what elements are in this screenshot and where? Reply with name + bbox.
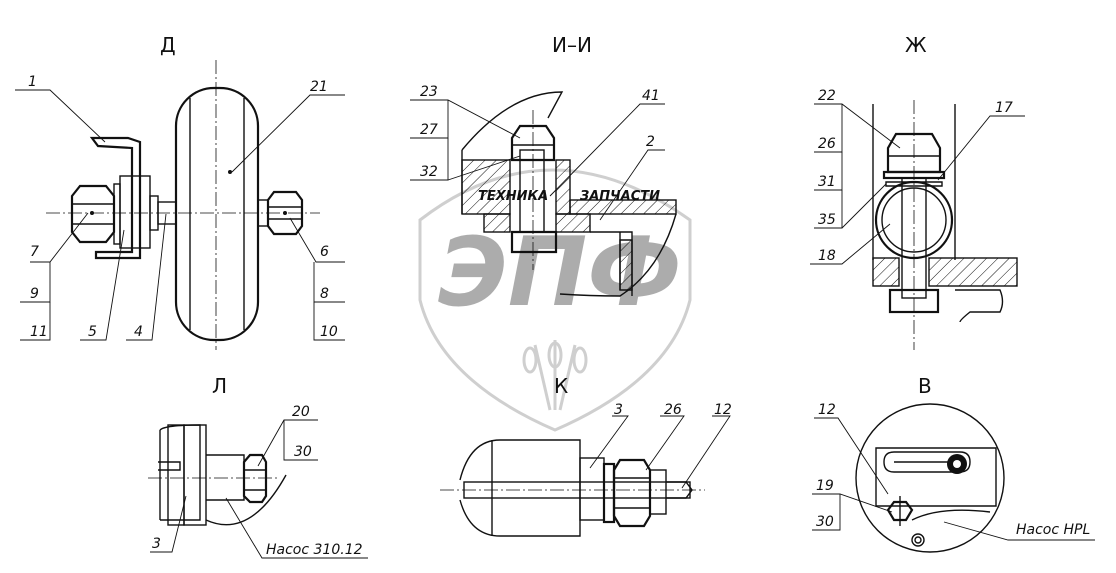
k-nut	[612, 458, 652, 528]
section-plate	[461, 159, 511, 215]
callout-12-v: 12	[818, 402, 836, 418]
callout-20: 20	[292, 404, 310, 420]
view-v-outline	[855, 403, 1005, 553]
pump-note-310: Насос 310.12	[266, 542, 363, 558]
ring	[874, 180, 954, 260]
callout-4: 4	[134, 324, 143, 340]
view-k-title: К	[554, 374, 568, 398]
wheel	[174, 86, 260, 342]
view-zh: Ж 22 26 31 35 18 17	[810, 33, 1025, 350]
callout-30-v: 30	[816, 514, 834, 530]
watermark-shield	[418, 168, 692, 432]
watermark-big-text: ЭПФ	[438, 218, 681, 328]
callout-11: 11	[30, 324, 48, 340]
callout-6: 6	[320, 244, 329, 260]
view-l: Л 20 30 3 Насос 310.12	[148, 374, 368, 559]
callout-30-l: 30	[294, 444, 312, 460]
watermark-wheat-icon	[522, 340, 588, 411]
callout-7: 7	[30, 244, 39, 260]
callout-31: 31	[818, 174, 836, 190]
v-nut	[886, 500, 914, 522]
view-zh-title: Ж	[905, 33, 927, 57]
callout-26: 26	[818, 136, 836, 152]
view-ii-title: И–И	[552, 33, 592, 57]
callout-41: 41	[642, 88, 660, 104]
callout-1: 1	[28, 74, 37, 90]
view-k: К 3 26 12	[440, 374, 732, 537]
view-ii: И–И 23 27 32 41 2	[410, 33, 677, 297]
view-d-title: Д	[160, 33, 176, 57]
callout-18: 18	[818, 248, 836, 264]
callout-8: 8	[320, 286, 329, 302]
callout-3-k: 3	[614, 402, 623, 418]
callout-21: 21	[310, 79, 328, 95]
callout-32: 32	[420, 164, 438, 180]
callout-9: 9	[30, 286, 39, 302]
right-nut	[266, 190, 304, 236]
callout-22: 22	[818, 88, 836, 104]
callout-19: 19	[816, 478, 834, 494]
base-plate	[872, 257, 900, 287]
callout-3-l: 3	[152, 536, 161, 552]
callout-12-k: 12	[714, 402, 732, 418]
small-nut	[242, 453, 268, 504]
pump-note-hpl: Насос HPL	[1016, 522, 1090, 538]
view-v: В 12 19 30 Насос HPL	[812, 374, 1095, 553]
callout-17: 17	[995, 100, 1013, 116]
callout-26-k: 26	[664, 402, 682, 418]
view-v-title: В	[918, 374, 932, 398]
callout-27: 27	[420, 122, 438, 138]
callout-5: 5	[88, 324, 97, 340]
callout-23: 23	[420, 84, 438, 100]
callout-10: 10	[320, 324, 338, 340]
callout-35: 35	[818, 212, 836, 228]
bracket	[89, 136, 142, 260]
callout-2: 2	[646, 134, 655, 150]
view-d: Д 1 7 9 11 5 4	[15, 33, 345, 350]
view-l-title: Л	[212, 374, 227, 398]
